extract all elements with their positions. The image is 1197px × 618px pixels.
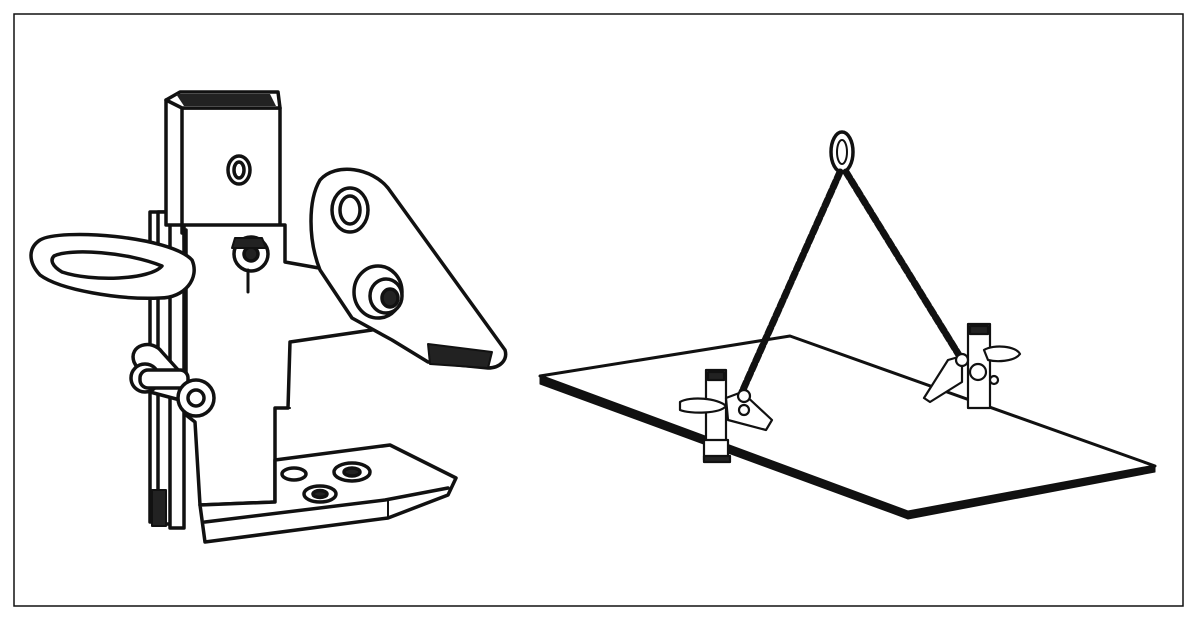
plate-clamp-right	[922, 322, 1022, 410]
chain-sling	[738, 168, 966, 396]
plate-clamp-left	[678, 368, 774, 464]
clamp-detail-illustration	[29, 90, 508, 544]
clamp-body-plate	[182, 223, 380, 507]
clamp-handle-ring	[29, 232, 196, 301]
clamp-cam-jaw	[309, 167, 508, 370]
lifting-setup-illustration	[538, 130, 1157, 520]
clamp-hinge-bolt	[352, 264, 404, 320]
figure-frame	[13, 13, 1184, 607]
clamp-foot	[151, 443, 458, 544]
clamp-upper-tube	[164, 90, 282, 235]
clamp-lock-pin	[231, 235, 270, 294]
master-link	[829, 130, 855, 174]
clamp-lower-pivot	[129, 342, 216, 418]
steel-plate	[538, 334, 1157, 520]
